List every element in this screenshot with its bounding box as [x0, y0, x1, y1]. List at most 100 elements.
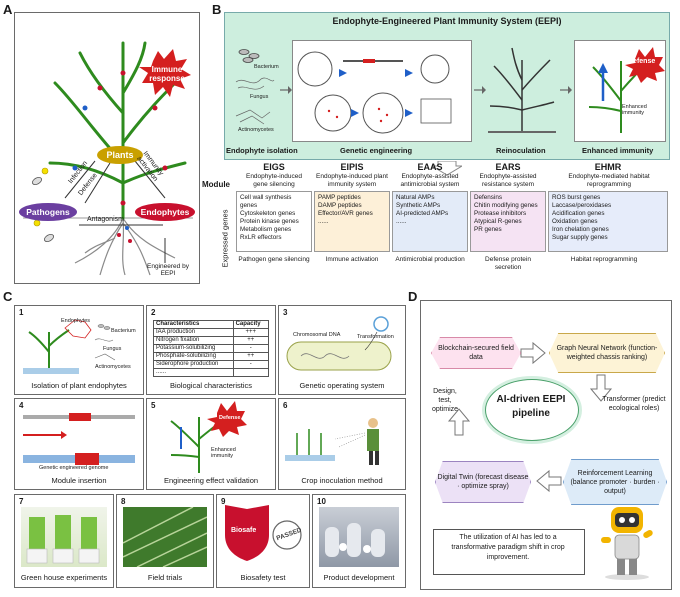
blockchain-node: Blockchain-secured field data: [431, 337, 521, 369]
item-caption: Green house experiments: [20, 573, 108, 582]
gene-item: Sugar supply genes: [552, 234, 608, 241]
gene-item: Atypical R-genes: [474, 218, 522, 225]
module-subtitle: Endophyte-mediated habitat reprogramming: [568, 173, 650, 188]
c-item-6: 6 Crop inoculation method: [278, 398, 406, 490]
antagonism-label: Antagonism: [87, 216, 124, 223]
shield-icon: [225, 505, 302, 561]
quote-text: The utilization of AI has led to a trans…: [451, 534, 565, 561]
item-number: 7: [19, 497, 24, 506]
step-genetic-engineering: Genetic engineering: [340, 146, 413, 155]
c-item-8: 8 Field trials: [116, 494, 214, 588]
chromosomal-dna-label: Chromosomal DNA: [293, 332, 341, 338]
table-row: Siderophore production-: [153, 360, 270, 369]
item-caption: Genetic operating system: [299, 381, 385, 390]
module-outcome: Defense protein secretion: [485, 256, 531, 271]
gene-item: Cytoskeleton genes: [240, 210, 296, 217]
gene-item: Protein kinase genes: [240, 218, 299, 225]
field-photo: [123, 507, 207, 567]
item-caption: Isolation of plant endophytes: [31, 381, 127, 390]
gene-item: Cell wall synthesis genes: [240, 194, 292, 209]
panel-b-letter: B: [212, 2, 222, 17]
expressed-genes-label: Expressed genes: [220, 209, 230, 268]
module-genes-box: Cell wall synthesis genes Cytoskeleton g…: [236, 191, 312, 252]
gene-item: Chitin modifying genes: [474, 202, 538, 209]
item-caption: Product development: [323, 573, 395, 582]
gene-item: Natural AMPs: [396, 194, 435, 201]
endophytes-node: Endophytes: [135, 203, 195, 221]
c-item-5: 5 Defense Enhanced immunity Engineering …: [146, 398, 276, 490]
item-caption: Crop inoculation method: [301, 476, 383, 485]
table-header: Characteristics: [153, 320, 234, 329]
c-item-7: 7 Green house experiments: [14, 494, 114, 588]
step-enhanced-immunity: Enhanced immunity: [582, 146, 654, 155]
gene-item: DAMP peptides: [318, 202, 362, 209]
transformation-label: Transformation: [357, 334, 394, 340]
fungus-label: Fungus: [103, 346, 122, 352]
gene-item: ROS burst genes: [552, 194, 601, 201]
reinforcement-learning-node: Reinforcement Learning (balance promoter…: [563, 459, 667, 505]
table-row: IAA production+++: [153, 328, 270, 337]
module-subtitle: Endophyte-induced plant immunity system: [316, 173, 388, 188]
fungus-label: Fungus: [250, 94, 269, 100]
eepi-title: Endophyte-Engineered Plant Immunity Syst…: [332, 16, 562, 26]
item-number: 3: [283, 308, 288, 317]
item-caption: Biosafety test: [240, 573, 286, 582]
digital-twin-node: Digital Twin (forecast disease · optimiz…: [435, 461, 531, 503]
gene-item: RxLR effectors: [240, 234, 282, 241]
item-caption: Field trials: [147, 573, 183, 582]
item-caption: Module insertion: [51, 476, 107, 485]
gene-item: Oxidation genes: [552, 218, 598, 225]
actinomycetes-label: Actinomycetes: [95, 364, 131, 370]
module-genes-box: Natural AMPs Synthetic AMPs AI-predicted…: [392, 191, 468, 252]
gene-item: Iron chelation genes: [552, 226, 609, 233]
ai-pipeline-center-label: AI-driven EEPI pipeline: [496, 394, 566, 419]
module-eaas: EAAS Endophyte-assisted antimicrobial sy…: [392, 162, 468, 282]
genome-label: Genetic engineered genome: [39, 465, 109, 471]
genetic-engineering-box: [292, 40, 472, 142]
item-number: 1: [19, 308, 24, 317]
module-outcome: Antimicrobial production: [395, 256, 465, 263]
module-genes-box: ROS burst genes Laccase/peroxidases Acid…: [548, 191, 668, 252]
gnn-node: Graph Neural Network (function-weighted …: [549, 333, 665, 373]
gene-item: ......: [318, 218, 329, 225]
item-caption: Engineering effect validation: [163, 476, 259, 485]
module-subtitle: Endophyte-assisted resistance system: [479, 173, 537, 188]
module-code: EAAS: [417, 162, 443, 172]
factory-photo: [319, 507, 399, 567]
module-label: Module: [202, 180, 230, 189]
step-arrows: [280, 86, 572, 94]
gene-item: Synthetic AMPs: [396, 202, 441, 209]
microbe-images: [230, 44, 278, 144]
bacterium-label: Bacterium: [111, 328, 136, 334]
module-outcome: Immune activation: [325, 256, 379, 263]
module-outcome: Pathogen gene silencing: [238, 256, 310, 263]
enhanced-immunity-label: Enhanced immunity: [211, 447, 236, 459]
panel-a-letter: A: [3, 2, 13, 17]
gene-item: AI-predicted AMPs: [396, 210, 449, 217]
item-number: 9: [221, 497, 226, 506]
gene-item: Defensins: [474, 194, 503, 201]
endophytes-label: Endophytes: [61, 318, 91, 324]
enhanced-immunity-small-label: Enhanced immunity: [622, 104, 647, 116]
table-row: ......: [153, 368, 270, 377]
c-item-3: 3 Chromosomal DNA Transformation Genetic…: [278, 305, 406, 395]
module-outcome: Habitat reprogramming: [570, 256, 638, 263]
gene-item: Laccase/peroxidases: [552, 202, 612, 209]
table-row: Potassium-solubilizing-: [153, 344, 270, 353]
step-endophyte-isolation: Endophyte isolation: [226, 146, 298, 155]
gene-item: Effector/AVR genes: [318, 210, 373, 217]
biosafe-label: Biosafe: [231, 527, 257, 534]
module-code: EIPIS: [340, 162, 364, 172]
enhanced-immunity-image: [574, 40, 666, 142]
design-test-optimize-label: Design, test, optimize: [431, 388, 459, 413]
module-subtitle: Endophyte-induced gene silencing: [245, 173, 302, 188]
pathogens-node: Pathogens: [19, 203, 77, 221]
step-reinoculation: Reinoculation: [496, 146, 546, 155]
panel-d: Blockchain-secured field data Graph Neur…: [420, 300, 672, 590]
bacterium-label: Bacterium: [254, 64, 279, 70]
item-caption: Biological characteristics: [169, 381, 253, 390]
gene-item: Protease inhibitors: [474, 210, 527, 217]
item-number: 4: [19, 401, 24, 410]
